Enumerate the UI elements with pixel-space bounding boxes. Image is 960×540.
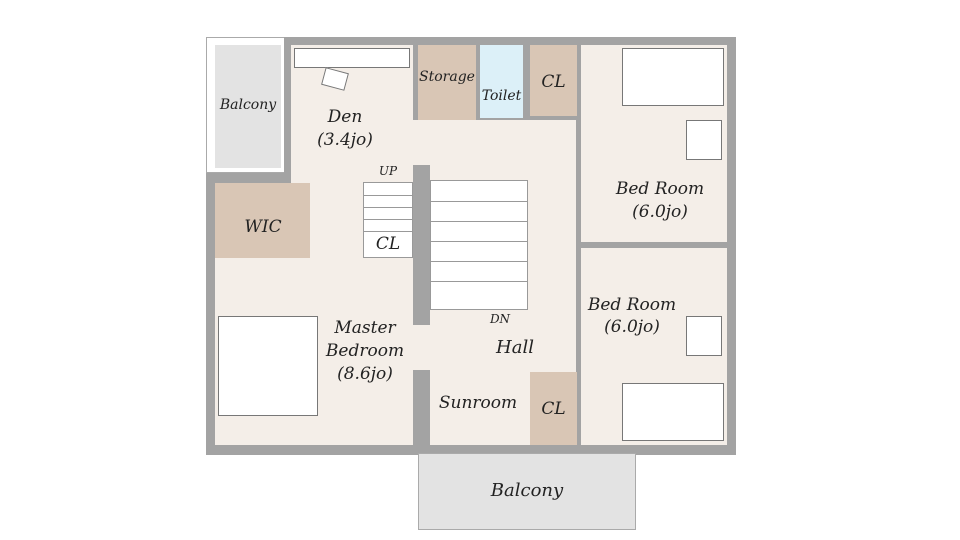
label-balcony-upper: Balcony bbox=[219, 97, 277, 113]
label-den: Den bbox=[327, 107, 363, 127]
cl-top-room bbox=[530, 45, 577, 116]
label-bedroom1-size: (6.0jo) bbox=[632, 202, 688, 222]
label-master-size: (8.6jo) bbox=[337, 364, 393, 384]
label-cl-stair: CL bbox=[375, 234, 401, 254]
label-cl-bottom: CL bbox=[541, 399, 566, 419]
label-wic: WIC bbox=[244, 217, 282, 237]
desk-top bbox=[686, 120, 722, 160]
storage-room bbox=[418, 45, 476, 120]
bed-top bbox=[622, 48, 724, 106]
label-hall: Hall bbox=[496, 337, 534, 358]
label-den-size: (3.4jo) bbox=[317, 130, 373, 150]
bed-bottom bbox=[622, 383, 724, 441]
toilet-room bbox=[480, 45, 523, 118]
label-storage: Storage bbox=[419, 69, 475, 85]
wic-room bbox=[215, 183, 310, 258]
balcony-lower bbox=[418, 453, 636, 530]
cl-bottom-room bbox=[530, 372, 577, 445]
den-desk bbox=[294, 48, 410, 68]
label-bedroom2-size: (6.0jo) bbox=[604, 317, 660, 337]
main-stairs bbox=[430, 180, 528, 310]
desk-bottom bbox=[686, 316, 722, 356]
label-master: Master bbox=[334, 318, 396, 338]
label-dn: DN bbox=[489, 312, 511, 326]
small-stairs bbox=[363, 182, 413, 258]
master-bed bbox=[218, 316, 318, 416]
balcony-upper bbox=[215, 45, 281, 168]
label-cl-top: CL bbox=[541, 72, 566, 92]
label-bedroom2: Bed Room bbox=[587, 295, 677, 315]
hall-stair-wall bbox=[413, 165, 430, 325]
label-master-2: Bedroom bbox=[325, 341, 405, 361]
label-up: UP bbox=[378, 164, 398, 178]
label-bedroom1: Bed Room bbox=[615, 179, 705, 199]
label-sunroom: Sunroom bbox=[438, 393, 518, 413]
label-toilet: Toilet bbox=[481, 88, 522, 104]
label-balcony-lower: Balcony bbox=[490, 480, 564, 501]
sunroom-wall bbox=[413, 370, 430, 445]
